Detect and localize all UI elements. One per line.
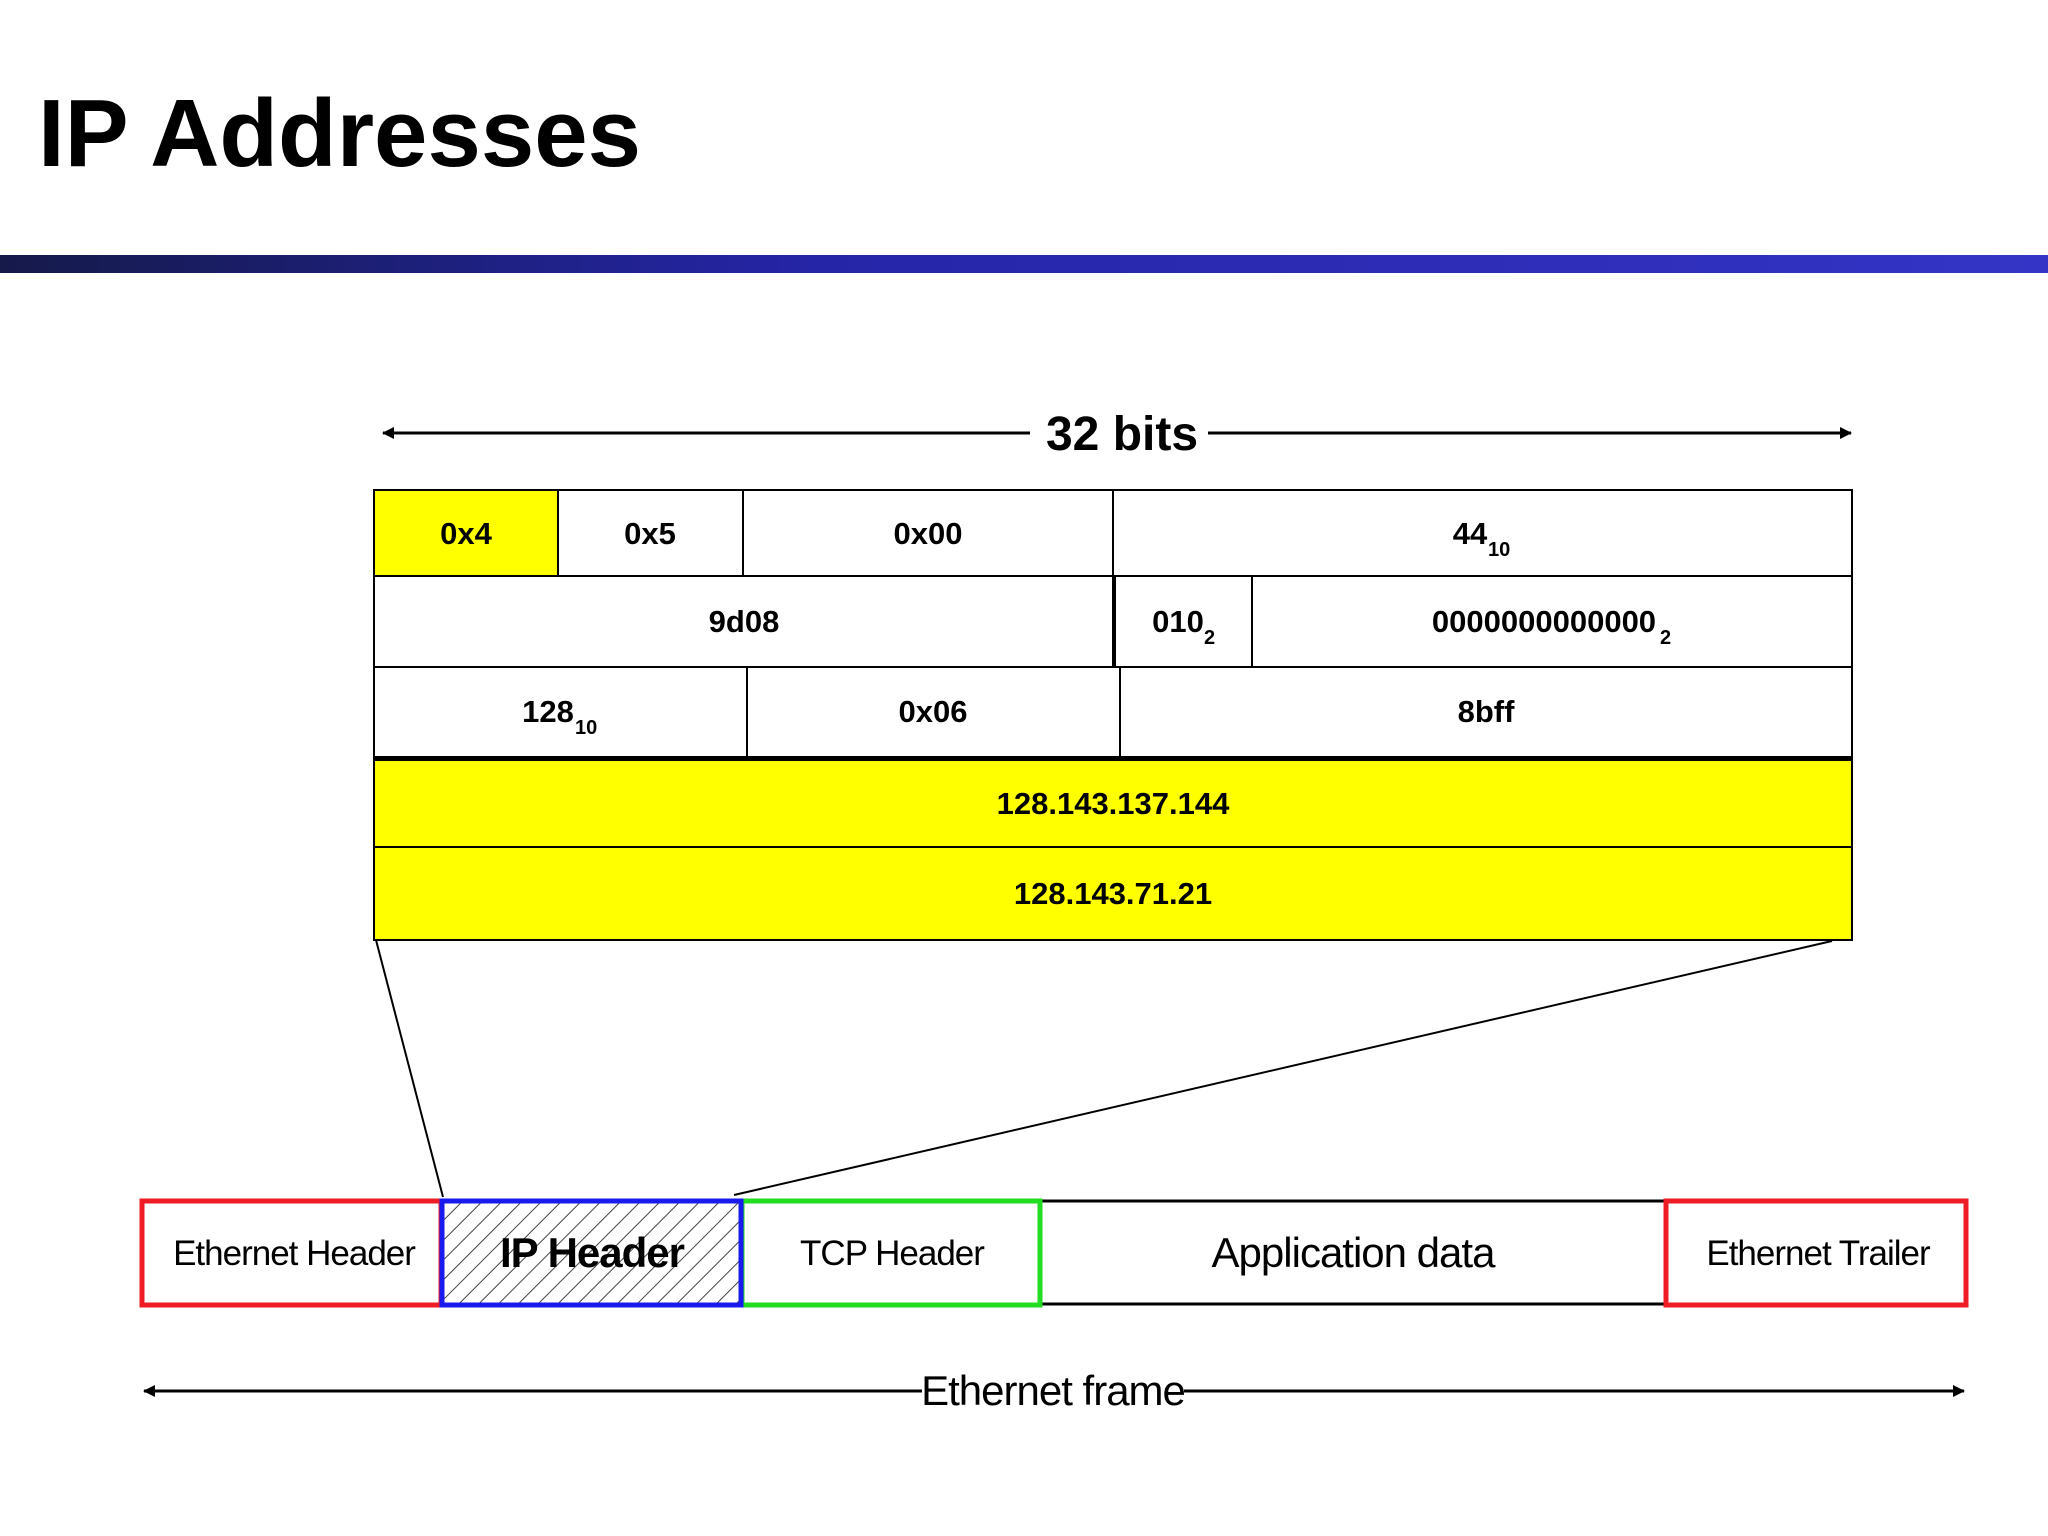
destination-address-value: 128.143.71.21 xyxy=(1014,876,1212,911)
source-address-value: 128.143.137.144 xyxy=(997,786,1230,821)
ethernet-frame-label: Ethernet frame xyxy=(921,1367,1185,1414)
title-divider-bar xyxy=(0,255,2048,273)
protocol-value: 0x06 xyxy=(899,694,968,729)
tcp-header-label: TCP Header xyxy=(800,1234,985,1273)
ttl-value: 128 xyxy=(522,694,574,729)
tos-value: 0x00 xyxy=(894,516,963,551)
field-ihl xyxy=(557,489,744,577)
field-source-address xyxy=(373,759,1853,848)
ihl-value: 0x5 xyxy=(624,516,676,551)
field-ttl xyxy=(373,666,748,759)
ethernet-frame: Ethernet Header IP Header TCP Header App… xyxy=(139,1198,1969,1308)
segment-ip-header xyxy=(439,1198,744,1308)
ethernet-trailer-label: Ethernet Trailer xyxy=(1706,1234,1931,1273)
32-bits-label: 32 bits xyxy=(1046,408,1198,461)
32-bits-arrow: 32 bits xyxy=(382,408,1852,461)
slide-title: IP Addresses xyxy=(38,80,641,187)
field-identification xyxy=(373,575,1116,668)
field-checksum xyxy=(1119,666,1853,759)
ethernet-header-label: Ethernet Header xyxy=(173,1234,416,1273)
ethernet-frame-arrow: Ethernet frame xyxy=(143,1367,1965,1414)
fragment-offset-value: 0000000000000 xyxy=(1432,604,1656,639)
zoom-line-right xyxy=(733,940,1833,1196)
fragment-offset-subscript: 2 xyxy=(1660,627,1671,649)
checksum-value: 8bff xyxy=(1458,694,1516,729)
field-total-length xyxy=(1112,489,1853,577)
application-data-label: Application data xyxy=(1212,1229,1497,1276)
field-tos xyxy=(742,489,1114,577)
field-destination-address xyxy=(373,846,1853,941)
version-value: 0x4 xyxy=(440,516,492,551)
ip-header-table: 0x4 0x5 0x00 44 10 9d08 010 2 0000000000… xyxy=(373,489,1853,941)
flags-value: 010 xyxy=(1152,604,1204,639)
segment-ethernet-header xyxy=(139,1198,444,1308)
segment-ethernet-trailer xyxy=(1663,1198,1969,1308)
ip-header-label: IP Header xyxy=(500,1229,685,1276)
flags-subscript: 2 xyxy=(1204,627,1215,649)
zoom-line-left xyxy=(375,939,444,1198)
identification-value: 9d08 xyxy=(709,604,780,639)
total-length-subscript: 10 xyxy=(1488,539,1510,561)
total-length-value: 44 xyxy=(1453,516,1488,551)
ttl-subscript: 10 xyxy=(575,717,597,739)
